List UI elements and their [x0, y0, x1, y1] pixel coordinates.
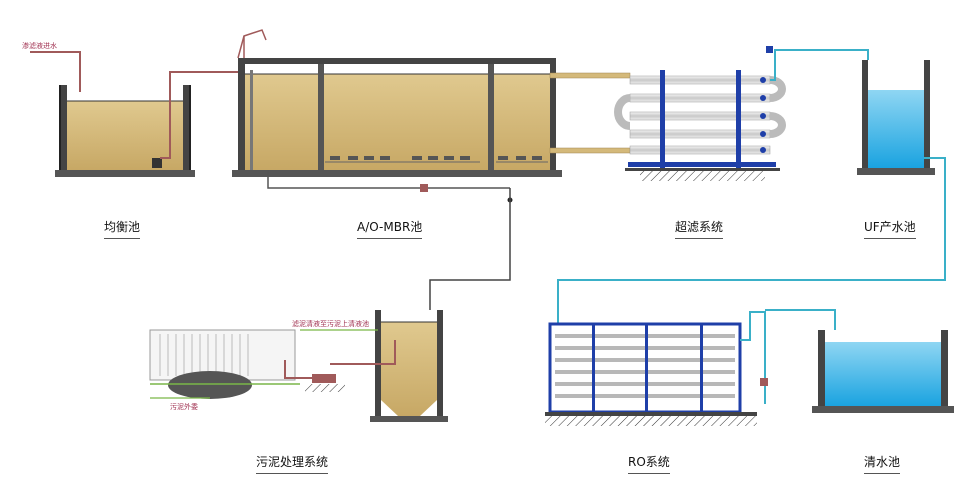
clean-water-tank: [812, 330, 954, 413]
sludge-system-label: 污泥处理系统: [256, 453, 329, 474]
filtrate-return-note: 滤泥清液至污泥上清液池: [292, 320, 369, 328]
ro-system-label: RO系统: [628, 453, 670, 474]
ao-mbr-tank-label: A/O-MBR池: [357, 218, 423, 239]
equalization-tank: [30, 51, 245, 177]
transfer-pipe: [160, 71, 245, 159]
pump-icon: [152, 158, 162, 168]
inlet-pipe: [30, 51, 81, 92]
leachate-inlet-note: 渗滤液进水: [22, 42, 57, 50]
ao-mbr-tank: [232, 29, 631, 310]
uf-system-label: 超滤系统: [675, 218, 724, 239]
clean-water-tank-label: 清水池: [864, 453, 901, 474]
uf-system: [614, 46, 869, 181]
sludge-out-note: 污泥外委: [170, 403, 198, 411]
ro-system: [545, 309, 836, 426]
uf-water-tank: [557, 60, 946, 330]
sludge-system: [149, 310, 448, 422]
uf-water-tank-label: UF产水池: [864, 218, 916, 239]
equalization-tank-label: 均衡池: [104, 218, 141, 239]
sludge-pump-icon: [312, 374, 336, 383]
